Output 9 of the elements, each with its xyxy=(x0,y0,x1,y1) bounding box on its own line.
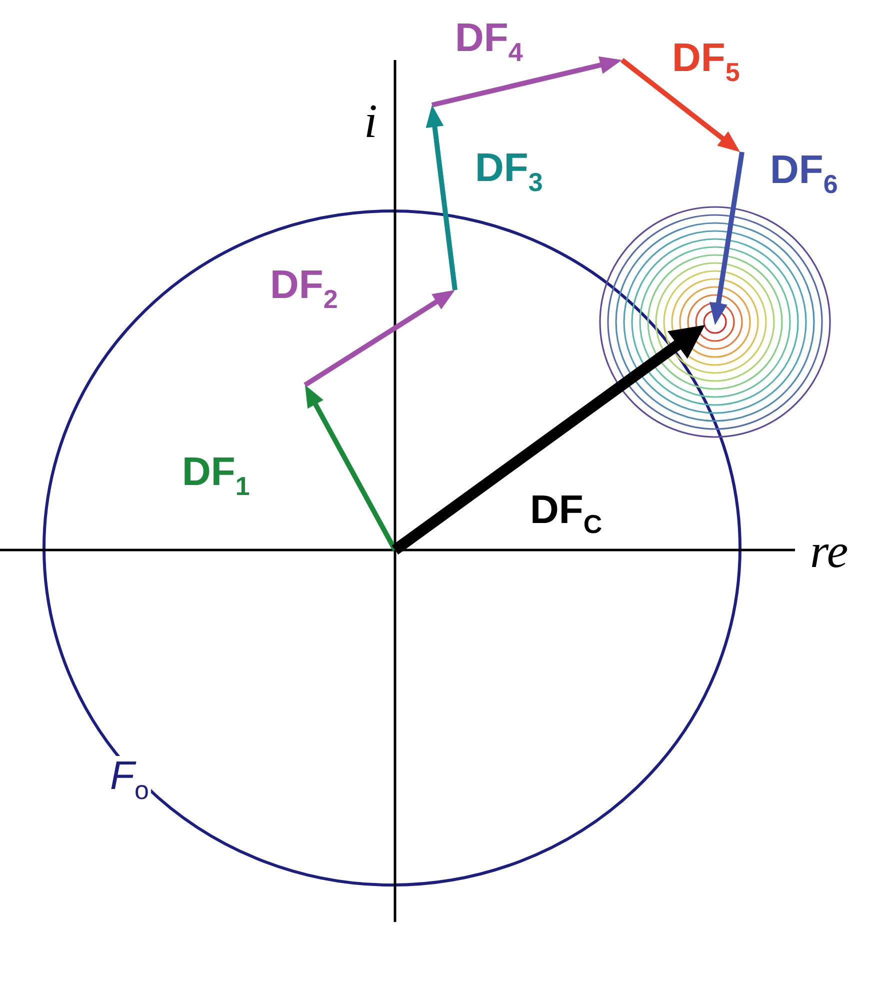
axis-label: i xyxy=(363,98,378,146)
vector-label: DF$_{5}$ xyxy=(671,38,741,85)
vector-label: DF$_{3}$ xyxy=(474,148,544,195)
vector-label: DF$_{6}$ xyxy=(769,150,839,197)
vector-label: DF$_{4}$ xyxy=(454,18,524,65)
axis-label: re xyxy=(809,528,850,576)
vector-label: DF$_{2}$ xyxy=(269,265,339,312)
vector-label: DF$_{C}$ xyxy=(529,490,604,537)
vector-label: DF$_{1}$ xyxy=(181,452,251,499)
